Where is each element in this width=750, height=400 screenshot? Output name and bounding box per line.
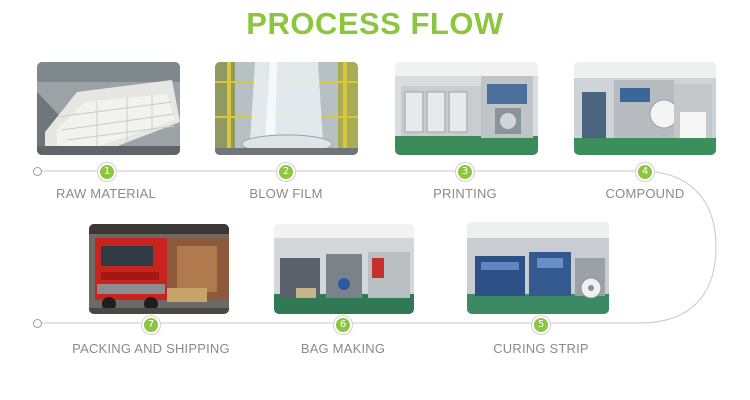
flow-end-dot (33, 319, 42, 328)
step-5-number-badge: 5 (532, 316, 550, 334)
step-1-number-badge: 1 (98, 163, 116, 181)
curing-strip-photo (467, 222, 609, 314)
page-title: PROCESS FLOW (246, 6, 504, 41)
blow-film-photo (215, 62, 358, 155)
raw-material-photo (37, 62, 180, 155)
step-3-label: PRINTING (433, 186, 497, 201)
step-6-label: BAG MAKING (300, 341, 386, 356)
packing-shipping-photo (89, 224, 229, 314)
step-2-number-badge: 2 (277, 163, 295, 181)
step-4-number-badge: 4 (636, 163, 654, 181)
step-5-label: CURING STRIP (493, 341, 589, 356)
step-3-number-badge: 3 (456, 163, 474, 181)
step-2-label: BLOW FILM (249, 186, 323, 201)
step-7-label: PACKING AND SHIPPING (72, 341, 230, 356)
flow-start-dot (33, 167, 42, 176)
compound-photo (574, 62, 716, 155)
step-7-number-badge: 7 (142, 316, 160, 334)
step-6-number-badge: 6 (334, 316, 352, 334)
step-1-label: RAW MATERIAL (56, 186, 156, 201)
step-4-label: COMPOUND (605, 186, 685, 201)
printing-photo (395, 62, 538, 155)
bag-making-photo (274, 224, 414, 314)
